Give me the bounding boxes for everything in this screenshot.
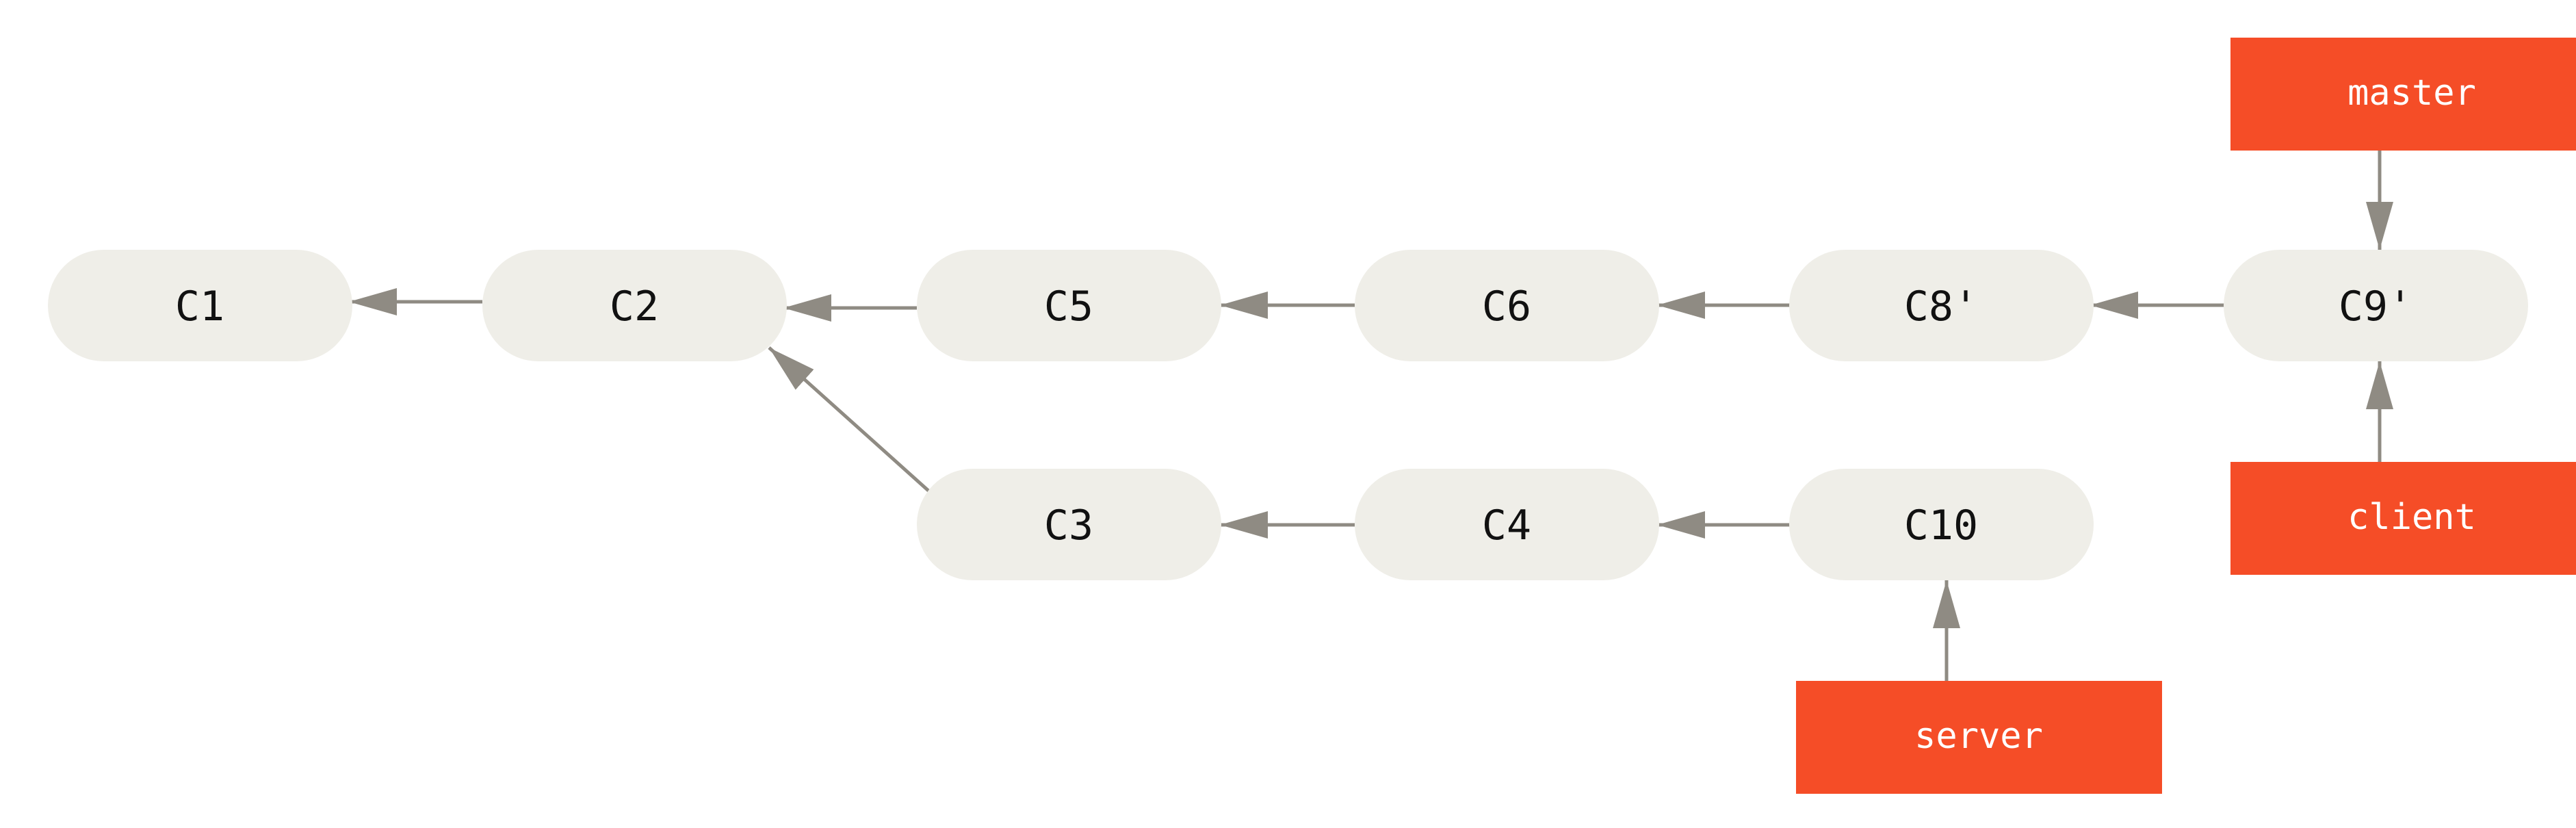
commit-node-c2: C2 (482, 250, 787, 361)
branch-tag-server: server (1796, 681, 2162, 794)
branch-label-client: client (2347, 497, 2476, 538)
commit-node-c9p: C9' (2224, 250, 2528, 361)
link-c3-to-c2 (768, 346, 931, 493)
commit-label-c8p: C8' (1904, 283, 1978, 331)
commit-label-c2: C2 (610, 283, 659, 331)
commit-node-c5: C5 (917, 250, 1221, 361)
arrows-layer (349, 151, 2393, 681)
commit-node-c8p: C8' (1789, 250, 2094, 361)
commit-label-c6: C6 (1482, 283, 1531, 331)
commit-node-c1: C1 (48, 250, 352, 361)
commit-label-c1: C1 (175, 283, 224, 331)
commit-label-c4: C4 (1482, 502, 1531, 549)
commit-label-c10: C10 (1904, 502, 1978, 549)
commit-node-c10: C10 (1789, 469, 2094, 580)
branch-label-server: server (1914, 716, 2043, 757)
commit-node-c4: C4 (1355, 469, 1659, 580)
branch-tag-client: client (2230, 462, 2576, 575)
commit-label-c3: C3 (1044, 502, 1093, 549)
commit-node-c3: C3 (917, 469, 1221, 580)
branch-tag-master: master (2230, 38, 2576, 151)
commit-label-c5: C5 (1044, 283, 1093, 331)
commit-node-c6: C6 (1355, 250, 1659, 361)
branch-label-master: master (2347, 73, 2476, 114)
commits-layer: C1 C2 C5 C6 C8' C9' C3 C4 (48, 250, 2528, 580)
branches-layer: master client server (1796, 38, 2576, 794)
commit-label-c9p: C9' (2339, 283, 2412, 331)
